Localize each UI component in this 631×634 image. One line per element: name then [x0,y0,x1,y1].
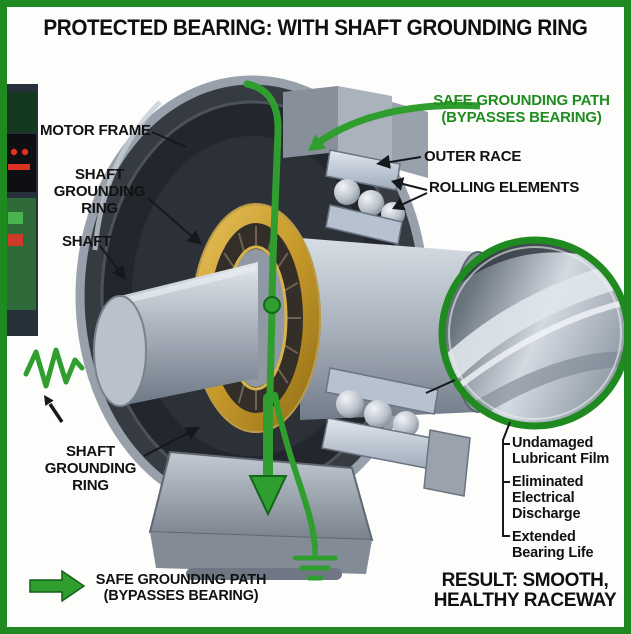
pedestal [148,450,374,580]
bearing-bottom [321,367,443,471]
page-title: PROTECTED BEARING: WITH SHAFT GROUNDING … [43,15,588,40]
inner-race-top [325,204,403,245]
benefit-item: Extended Bearing Life [512,528,594,561]
benefits-list: Undamaged Lubricant Film Eliminated Elec… [512,435,626,569]
grounding-path [243,80,318,551]
label-motor-frame: MOTOR FRAME [40,122,151,139]
callout-outer-race [383,156,422,164]
label-outer-race: OUTER RACE [424,148,522,165]
grounding-contact-dot [263,296,281,314]
callout-ring-upper [147,197,197,241]
label-shaft-grounding-ring-upper: SHAFT GROUNDING RING [53,166,146,217]
label-shaft-grounding-ring-lower: SHAFT GROUNDING RING [44,443,137,494]
callout-rolling-2 [398,192,428,207]
ground-symbol-icon [292,543,338,581]
housing-foot-right [423,429,471,497]
legend-arrow-icon [29,569,86,603]
callout-shaft [99,245,121,273]
zigzag-icon [23,347,85,389]
label-safe-grounding-path-upper: SAFE GROUNDING PATH (BYPASSES BEARING) [433,92,610,126]
result-label: RESULT: SMOOTH, HEALTHY RACEWAY [433,570,617,612]
legend-safe-grounding-path: SAFE GROUNDING PATH (BYPASSES BEARING) [95,572,267,605]
zigzag-pointer-arrow [44,395,64,423]
callout-ring-lower [143,431,191,457]
grounding-down-arrow-icon [248,475,288,517]
callout-rolling-1 [398,182,428,191]
shaft-part [93,262,258,407]
callout-inset [425,379,456,394]
outer-race-part [325,149,401,191]
bearing-housing-top [283,86,428,178]
benefit-item: Undamaged Lubricant Film [512,435,610,467]
benefits-connector [502,421,511,537]
benefit-item: Eliminated Electrical Discharge [512,473,584,522]
vfd-drive [0,84,38,336]
safe-path-arrow-icon [308,101,481,151]
label-shaft: SHAFT [62,233,111,250]
callout-motor-frame [151,131,187,148]
label-rolling-elements: ROLLING ELEMENTS [429,179,580,196]
callout-lines [99,131,511,537]
callout-arrowheads [112,154,406,440]
